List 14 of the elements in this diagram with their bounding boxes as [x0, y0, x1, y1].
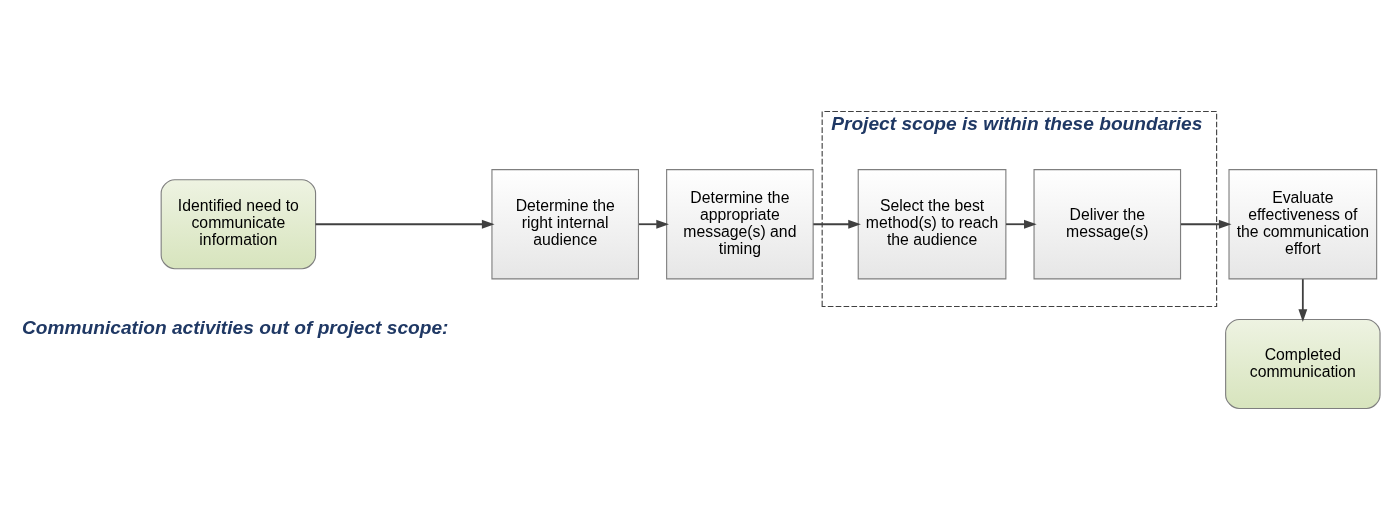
node-box: Evaluate effectiveness of the communication effort — [1228, 169, 1378, 280]
node-box: Completed communication — [1225, 318, 1381, 410]
node-box: Determine the appropriate message(s) and timing — [666, 169, 814, 280]
arrow — [1180, 219, 1232, 229]
arrow — [812, 219, 861, 229]
arrow — [314, 219, 495, 229]
arrow — [638, 219, 669, 229]
label: Communication activities out of project scope: — [21, 316, 449, 338]
arrow — [1298, 278, 1308, 322]
arrow — [1005, 219, 1037, 229]
node-box: Determine the right internal audience — [491, 169, 640, 280]
node-box: Select the best method(s) to reach the audience — [857, 169, 1007, 280]
node-box: Identified need to communicate information — [160, 179, 317, 270]
node-box: Deliver the message(s) — [1033, 169, 1182, 280]
